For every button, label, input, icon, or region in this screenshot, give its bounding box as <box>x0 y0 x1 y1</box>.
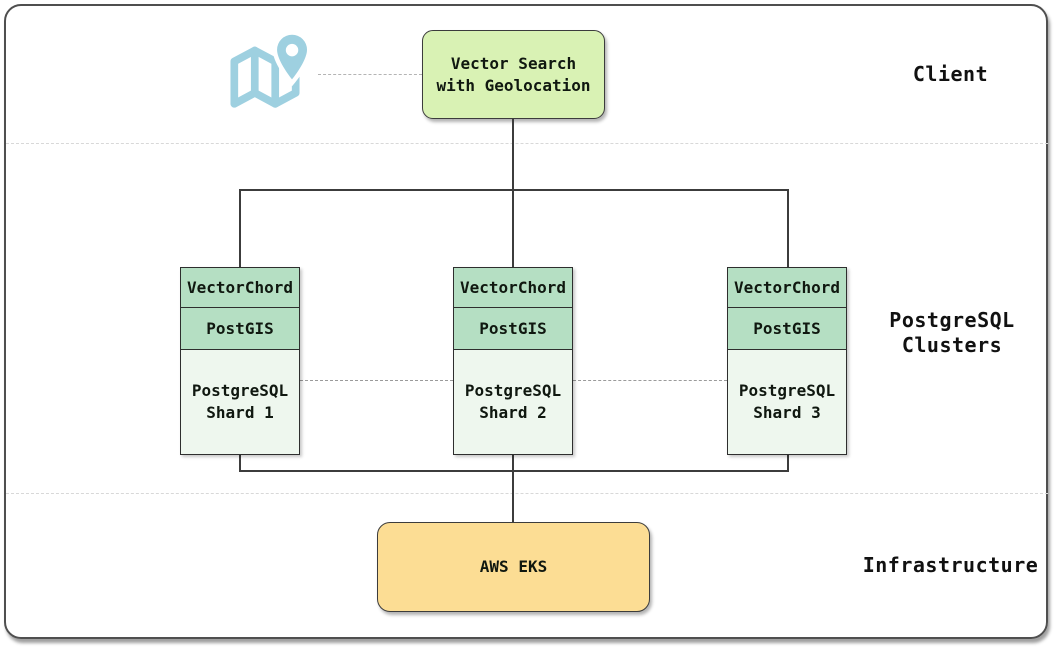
connector-shard1-shard2 <box>300 380 453 381</box>
shard3-postgis-layer: PostGIS <box>728 308 846 350</box>
shard2-vectorchord-layer: VectorChord <box>454 268 572 308</box>
shard-node-3: VectorChord PostGIS PostgreSQL Shard 3 <box>727 267 847 455</box>
client-node: Vector Search with Geolocation <box>422 30 605 119</box>
connector-shard1-to-bottom-bus <box>239 455 241 472</box>
connector-bottom-bus <box>239 470 789 472</box>
connector-bus-to-shard3 <box>787 189 789 267</box>
band-label-clusters-line1: PostgreSQL <box>889 308 1015 332</box>
band-label-clusters-line2: Clusters <box>901 333 1003 357</box>
connector-shard2-shard3 <box>573 380 727 381</box>
shard3-vectorchord-layer: VectorChord <box>728 268 846 308</box>
band-label-infrastructure: Infrastructure <box>862 553 1039 577</box>
client-node-label-line1: Vector Search <box>450 53 577 73</box>
shard2-postgis-layer: PostGIS <box>454 308 572 350</box>
aws-eks-node: AWS EKS <box>377 522 650 612</box>
shard2-body-line2: Shard 2 <box>479 403 547 422</box>
client-node-label-line2: with Geolocation <box>436 75 591 95</box>
band-label-postgresql-clusters: PostgreSQL Clusters <box>868 308 1036 358</box>
shard1-body-line1: PostgreSQL <box>191 381 289 400</box>
band-divider-clusters-infrastructure <box>6 493 1048 494</box>
shard2-body: PostgreSQL Shard 2 <box>454 350 572 454</box>
shard1-postgis-layer: PostGIS <box>181 308 299 350</box>
shard-node-2: VectorChord PostGIS PostgreSQL Shard 2 <box>453 267 573 455</box>
shard1-body-line2: Shard 1 <box>206 403 274 422</box>
connector-bus-to-shard2 <box>512 189 514 267</box>
band-divider-client-clusters <box>6 143 1048 144</box>
shard3-body-line2: Shard 3 <box>753 403 821 422</box>
connector-icon-to-client <box>318 74 422 75</box>
connector-top-bus <box>239 189 789 191</box>
connector-shard2-to-infra <box>512 455 514 522</box>
shard1-vectorchord-layer: VectorChord <box>181 268 299 308</box>
connector-bus-to-shard1 <box>239 189 241 267</box>
diagram-frame <box>4 4 1048 639</box>
band-label-client: Client <box>912 62 989 86</box>
shard3-body: PostgreSQL Shard 3 <box>728 350 846 454</box>
shard2-body-line1: PostgreSQL <box>464 381 562 400</box>
connector-shard3-to-bottom-bus <box>787 455 789 472</box>
shard1-body: PostgreSQL Shard 1 <box>181 350 299 454</box>
connector-client-to-bus <box>512 119 514 190</box>
map-location-icon <box>230 31 312 108</box>
shard-node-1: VectorChord PostGIS PostgreSQL Shard 1 <box>180 267 300 455</box>
shard3-body-line1: PostgreSQL <box>738 381 836 400</box>
aws-eks-label: AWS EKS <box>479 557 548 576</box>
